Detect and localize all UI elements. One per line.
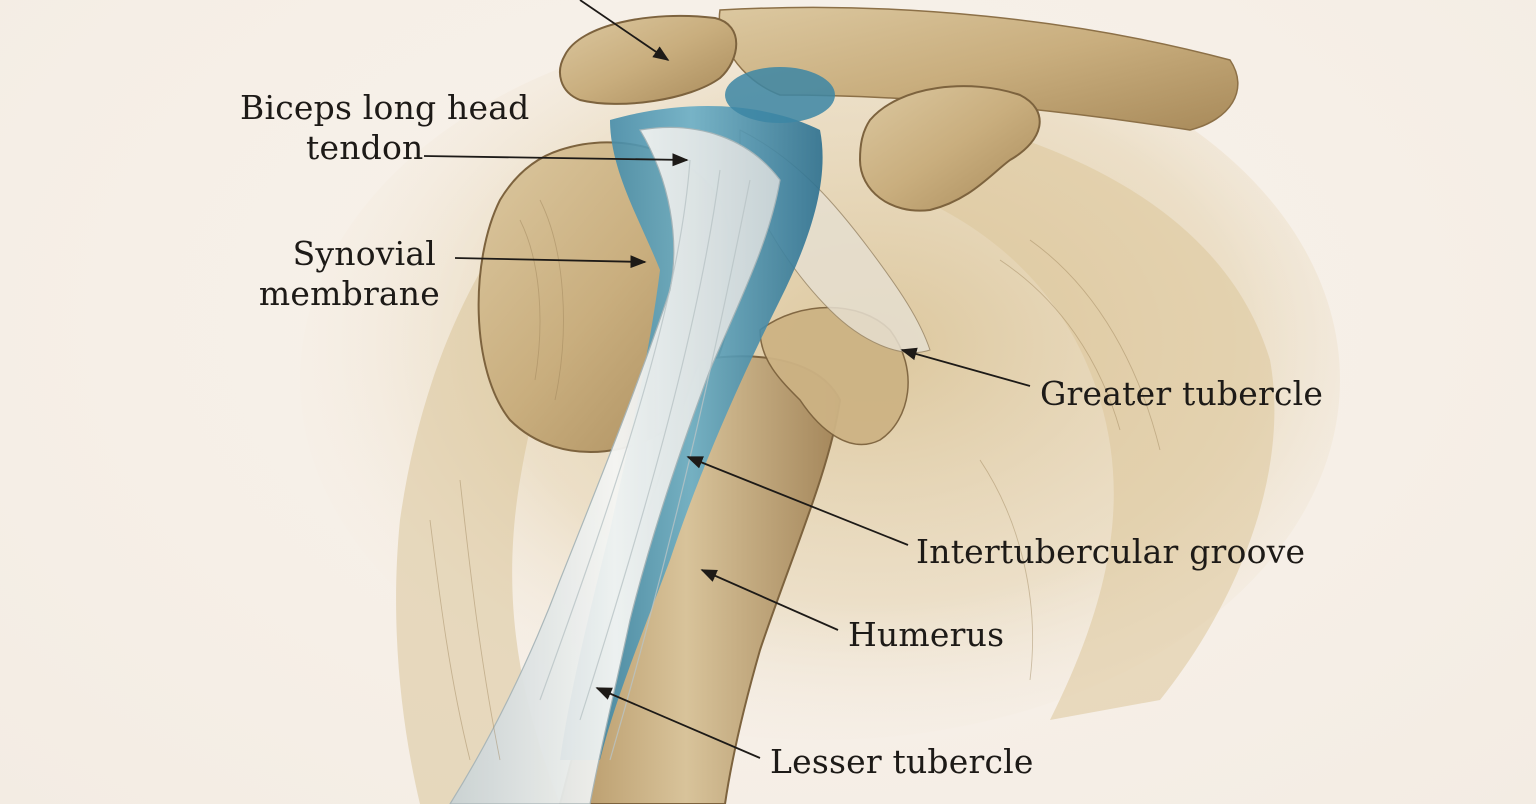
leader-synovial	[454, 255, 647, 269]
muscle-fibers-right	[900, 120, 1275, 720]
acromion	[559, 14, 738, 105]
leader-top	[579, 0, 670, 61]
leader-biceps	[423, 153, 689, 167]
label-synovial-line1: Synovial	[292, 234, 436, 273]
coracoid-process	[858, 85, 1041, 212]
leader-lines	[423, 0, 1031, 759]
label-humerus: Humerus	[848, 615, 1005, 654]
label-synovial-membrane: Synovial membrane	[250, 234, 440, 314]
tendon-streaks	[539, 159, 751, 761]
label-biceps-line2: tendon	[306, 128, 424, 167]
label-greater-tubercle: Greater tubercle	[1040, 374, 1324, 413]
label-biceps-long-head-tendon: Biceps long head tendon	[240, 88, 530, 168]
label-synovial-line2: membrane	[258, 274, 440, 313]
sheath-pool	[725, 67, 835, 123]
hatching	[429, 199, 1161, 761]
label-lesser-tubercle: Lesser tubercle	[770, 742, 1034, 781]
muscle-fibers-left	[396, 160, 640, 804]
label-intertubercular-groove: Intertubercular groove	[916, 532, 1306, 571]
leader-humerus	[700, 569, 839, 631]
leader-lesser-tubercle	[595, 687, 761, 759]
label-biceps-line1: Biceps long head	[240, 88, 530, 127]
leader-intertubercular	[686, 456, 909, 546]
leader-greater-tubercle	[900, 347, 1031, 387]
